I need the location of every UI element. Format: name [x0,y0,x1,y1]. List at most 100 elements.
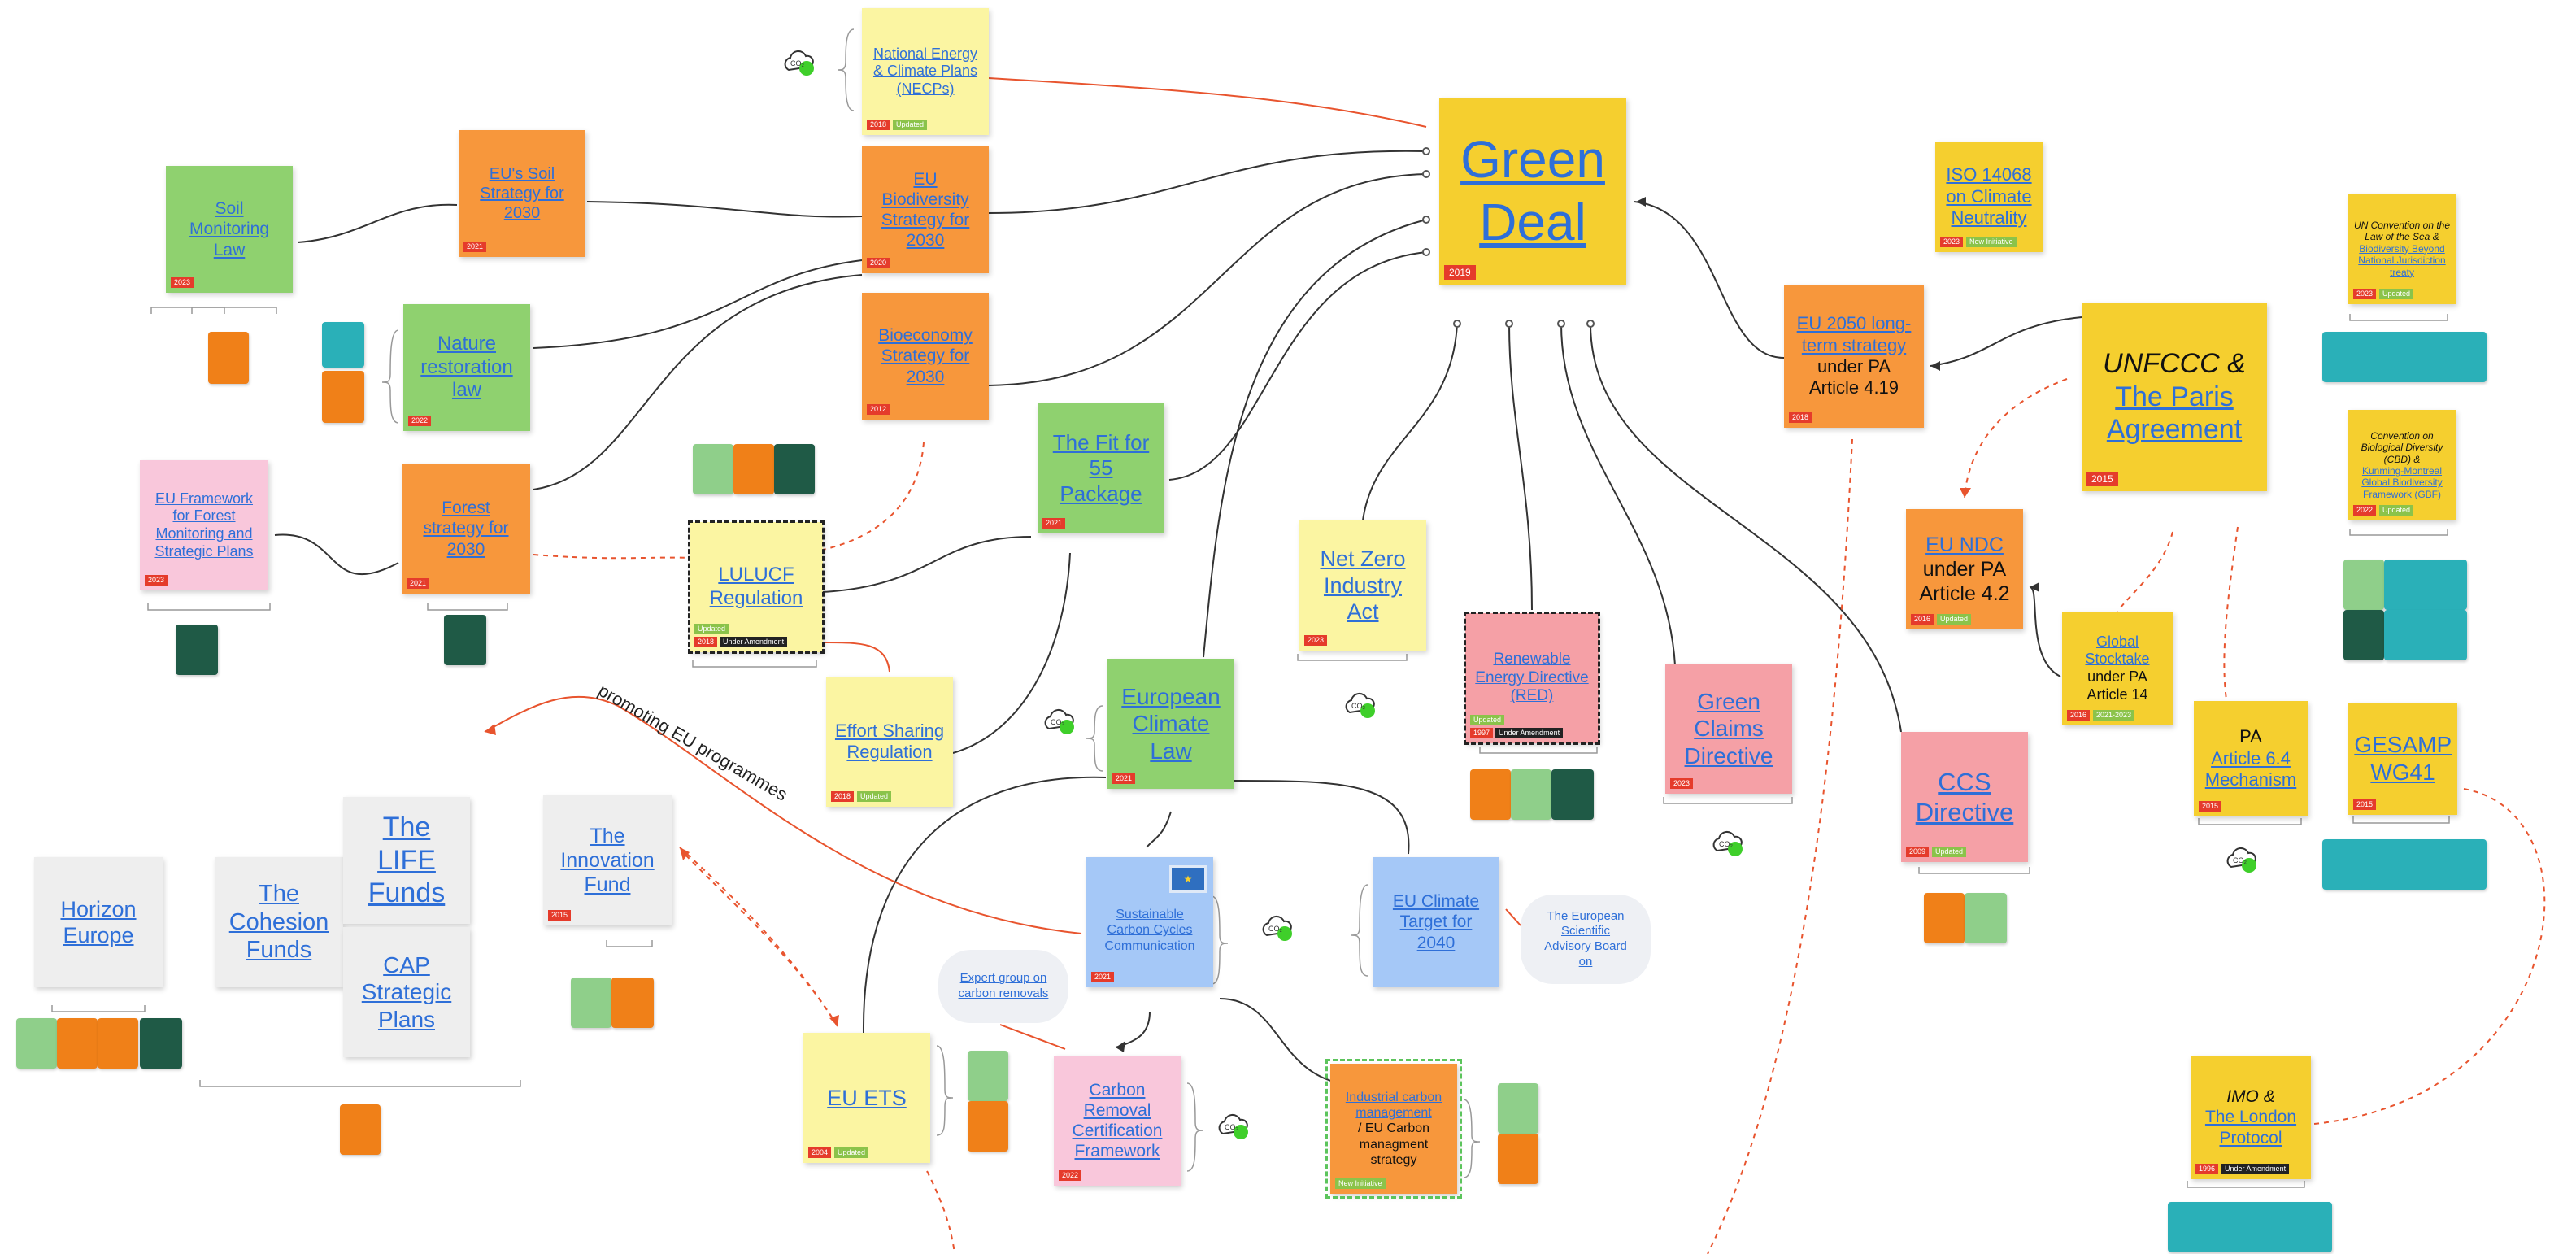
innovation-fund-link[interactable]: The Innovation Fund [560,825,655,896]
climate-law-link[interactable]: European Climate Law [1121,683,1221,764]
sdg-thumbnail [968,1101,1008,1152]
note-green-claims-directive[interactable]: Green Claims Directive 2023 [1665,664,1792,794]
article64-link[interactable]: Article 6.4 Mechanism [2204,747,2297,790]
status-badge: New Initiative [1335,1178,1386,1189]
note-green-deal[interactable]: Green Deal 2019 [1439,98,1626,285]
note-necps[interactable]: National Energy & Climate Plans (NECPs) … [862,8,989,135]
note-unfccc-paris[interactable]: UNFCCC & The Paris Agreement 2015 [2082,303,2267,491]
note-eu-climate-target-2040[interactable]: EU Climate Target for 2040 [1373,857,1499,987]
lulucf-link[interactable]: LULUCF Regulation [709,564,803,609]
note-european-climate-law[interactable]: European Climate Law 2021 [1107,659,1234,789]
note-soil-law[interactable]: Soil Monitoring Law 2023 [166,166,293,293]
note-forest-framework[interactable]: EU Framework for Forest Monitoring and S… [140,460,268,590]
note-eu-2050-strategy[interactable]: EU 2050 long-term strategy under PA Arti… [1784,285,1924,428]
note-industrial-carbon-management[interactable]: Industrial carbon management / EU Carbon… [1325,1059,1462,1199]
necps-link[interactable]: National Energy & Climate Plans (NECPs) [872,45,978,97]
iso-link[interactable]: ISO 14068 on Climate Neutrality [1946,164,2032,229]
year-badge: 2021 [1042,518,1066,529]
note-forest-strategy[interactable]: Forest strategy for 2030 2021 [402,464,530,594]
note-fit-for-55[interactable]: The Fit for 55 Package 2021 [1038,403,1164,533]
year-badge: 2004 [808,1147,832,1158]
co2-cloud-icon: CO₂ [784,50,814,76]
expert-group-link[interactable]: Expert group on carbon removals [958,971,1049,1000]
sdg-thumbnail [2168,1202,2332,1252]
cap-link[interactable]: CAP Strategic Plans [361,951,452,1032]
paris-link[interactable]: The Paris Agreement [2106,381,2243,446]
note-net-zero-industry-act[interactable]: Net Zero Industry Act 2023 [1299,520,1426,651]
life-link[interactable]: The LIFE Funds [368,811,446,909]
eu-ndc-link[interactable]: EU NDC [1925,533,2004,556]
bioeconomy-link[interactable]: Bioeconomy Strategy for 2030 [878,326,973,386]
red-link[interactable]: Renewable Energy Directive (RED) [1475,650,1589,705]
note-bioeconomy-strategy[interactable]: Bioeconomy Strategy for 2030 2012 [862,293,989,420]
net-zero-link[interactable]: Net Zero Industry Act [1320,546,1406,625]
ccs-link[interactable]: CCS Directive [1915,767,2014,826]
note-pa-article-6-4[interactable]: PA Article 6.4 Mechanism 2015 [2194,701,2308,816]
note-life-funds[interactable]: The LIFE Funds [343,797,470,924]
bubble-expert-group[interactable]: Expert group on carbon removals [938,950,1068,1023]
note-cohesion-funds[interactable]: The Cohesion Funds [215,857,343,987]
connector-climatelaw-sccc [1146,811,1172,848]
icm-rest: / EU Carbon managment strategy [1357,1121,1430,1167]
note-renewable-energy-directive[interactable]: Renewable Energy Directive (RED) Updated… [1464,612,1600,745]
biodiversity-link[interactable]: EU Biodiversity Strategy for 2030 [881,169,970,250]
note-cbd[interactable]: Convention on Biological Diversity (CBD)… [2348,410,2456,520]
status-badge: Updated [1937,614,1972,625]
eu2050-link[interactable]: EU 2050 long-term strategy [1796,313,1912,355]
amendment-badge: Under Amendment [720,637,788,647]
climate-target-link[interactable]: EU Climate Target for 2040 [1392,892,1480,952]
note-biodiversity-strategy[interactable]: EU Biodiversity Strategy for 2030 2020 [862,146,989,273]
eu-ets-link[interactable]: EU ETS [827,1085,907,1110]
note-innovation-fund[interactable]: The Innovation Fund 2015 [543,795,672,925]
note-soil-strategy[interactable]: EU's Soil Strategy for 2030 2021 [459,130,585,257]
soil-strategy-link[interactable]: EU's Soil Strategy for 2030 [480,165,564,222]
note-cap-strategic-plans[interactable]: CAP Strategic Plans [343,927,470,1057]
stocktake-link[interactable]: Global Stocktake [2085,633,2150,668]
connector-expert-crcf [999,1024,1066,1050]
year-badge: 2012 [867,404,890,415]
gesamp-link[interactable]: GESAMP WG41 [2354,732,2452,785]
connector-fit55-greendeal [1168,251,1427,481]
horizon-link[interactable]: Horizon Europe [60,896,137,947]
note-un-convention-sea[interactable]: UN Convention on the Law of the Sea & Bi… [2348,194,2456,304]
green-deal-link[interactable]: Green Deal [1460,130,1605,251]
note-sustainable-carbon-cycles[interactable]: ★ Sustainable Carbon Cycles Communicatio… [1086,857,1213,987]
london-protocol-link[interactable]: The London Protocol [2204,1108,2297,1147]
sdg-thumbnail [208,332,249,384]
gbf-link[interactable]: Kunming-Montreal Global Biodiversity Fra… [2361,465,2443,500]
icm-link[interactable]: Industrial carbon management [1345,1091,1442,1121]
note-carbon-removal-certification[interactable]: Carbon Removal Certification Framework 2… [1054,1056,1181,1186]
svg-text:CO₂: CO₂ [1719,840,1734,848]
bubble-advisory-board[interactable]: The European Scientific Advisory Board o… [1521,895,1651,984]
green-claims-link[interactable]: Green Claims Directive [1684,688,1773,769]
fit55-link[interactable]: The Fit for 55 Package [1052,430,1150,506]
svg-text:CO₂: CO₂ [1051,718,1065,726]
sdg-thumbnail [98,1018,138,1069]
soil-law-link[interactable]: Soil Monitoring Law [189,199,270,259]
nature-restoration-link[interactable]: Nature restoration law [420,332,513,402]
crcf-link[interactable]: Carbon Removal Certification Framework [1072,1080,1163,1161]
note-nature-restoration[interactable]: Nature restoration law 2022 [403,304,530,431]
forest-framework-link[interactable]: EU Framework for Forest Monitoring and S… [154,490,254,560]
cohesion-link[interactable]: The Cohesion Funds [228,880,329,964]
connector-forest-biodiversity [533,274,863,490]
note-horizon-europe[interactable]: Horizon Europe [34,857,163,987]
year-badge: 2020 [867,258,890,268]
year-badge: 1997 [1470,728,1494,738]
sccc-link[interactable]: Sustainable Carbon Cycles Communication [1104,908,1195,953]
advisory-board-link[interactable]: The European Scientific Advisory Board o… [1544,908,1627,969]
note-gesamp[interactable]: GESAMP WG41 2015 [2348,703,2457,815]
note-global-stocktake[interactable]: Global Stocktake under PA Article 14 201… [2062,612,2173,725]
effort-sharing-link[interactable]: Effort Sharing Regulation [834,720,945,762]
bbnj-link[interactable]: Biodiversity Beyond National Jurisdictio… [2358,242,2446,278]
forest-strategy-link[interactable]: Forest strategy for 2030 [423,499,509,559]
